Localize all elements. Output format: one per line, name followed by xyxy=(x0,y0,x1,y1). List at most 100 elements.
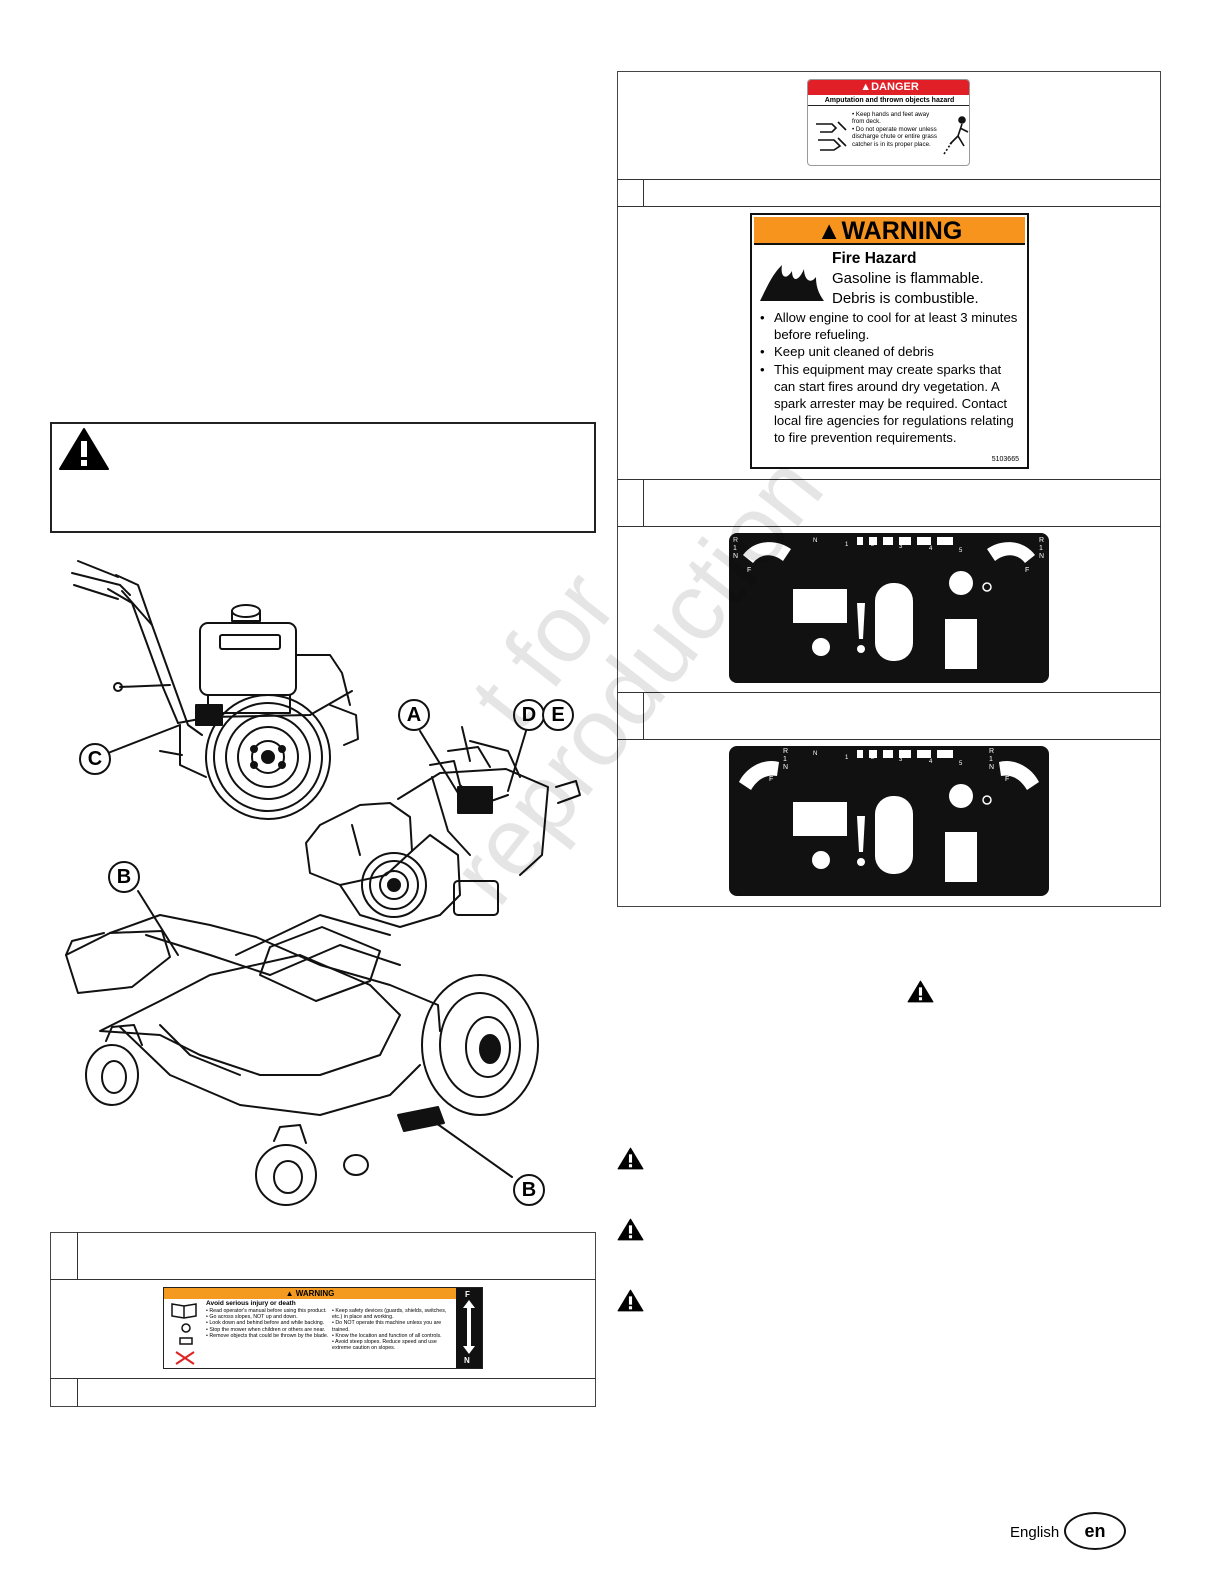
bullet: • Stop the mower when children or others… xyxy=(206,1326,326,1333)
warning-triangle-icon: ▲ xyxy=(816,217,842,245)
bullet: •Keep unit cleaned of debris xyxy=(760,344,934,360)
flame-icon xyxy=(760,265,824,301)
control-letters: R 1 N xyxy=(733,537,738,561)
warning-triangle-icon xyxy=(617,1289,644,1312)
warning-triangle-icon: ▲ xyxy=(285,1289,296,1298)
gear-1: 1 xyxy=(989,756,993,763)
table-divider xyxy=(617,479,1161,480)
bullet: •This equipment may create sparks that c… xyxy=(760,361,1014,446)
rear-view-illustration xyxy=(71,560,359,820)
danger-subtitle: Amputation and thrown objects hazard xyxy=(808,97,969,106)
gear-f-right: F xyxy=(1005,776,1010,783)
gear-n: N xyxy=(1039,553,1045,560)
callout-e: E xyxy=(542,699,574,731)
speed-2: 2 xyxy=(871,542,875,548)
table-divider xyxy=(50,1378,596,1379)
speed-n: N xyxy=(813,751,818,757)
callout-b-top: B xyxy=(108,861,140,893)
control-decal-1: R 1 N F R 1 N F N 1 2 3 4 5 xyxy=(729,533,1049,683)
warning-triangle-icon xyxy=(59,428,109,470)
gear-r: R xyxy=(783,748,789,755)
warning-triangle-icon: ▲ xyxy=(860,81,872,93)
bullet: • Go across slopes, NOT up and down. xyxy=(206,1314,298,1321)
fire-warning-header-text: WARNING xyxy=(841,217,963,245)
right-bullets: • Keep safety devices (guards, shields, … xyxy=(332,1308,454,1351)
bullet: • Do not operate mower unless discharge … xyxy=(852,125,937,148)
table-divider xyxy=(643,479,644,526)
gear-1: 1 xyxy=(1039,545,1043,552)
gear-f: F xyxy=(769,776,774,783)
side-letter-n: N xyxy=(464,1356,470,1365)
hand-foot-icon xyxy=(816,121,847,151)
bullet: • Remove objects that could be thrown by… xyxy=(206,1332,329,1339)
bullet: • Read operator's manual before using th… xyxy=(206,1308,327,1314)
mower-illustration xyxy=(65,560,581,1206)
fire-line1: Gasoline is flammable. xyxy=(832,270,984,287)
side-letter-f: F xyxy=(465,1290,470,1299)
decal-pictograms xyxy=(171,1303,197,1365)
danger-decal: ▲DANGER Amputation and thrown objects ha… xyxy=(807,79,970,166)
bullet: • Do NOT operate this machine unless you… xyxy=(332,1320,442,1333)
small-warning-header: ▲ WARNING xyxy=(164,1288,456,1299)
bullet: • Keep safety devices (guards, shields, … xyxy=(332,1308,447,1321)
callout-b-bottom: B xyxy=(513,1174,545,1206)
control-decal-2: R 1 N F R 1 N F N 1 2 3 4 5 xyxy=(729,746,1049,896)
warning-triangle-icon xyxy=(617,1218,644,1241)
speed-n: N xyxy=(813,538,818,544)
table-divider xyxy=(617,526,1161,527)
table-divider xyxy=(617,179,1161,180)
danger-header-text: DANGER xyxy=(871,81,919,93)
gear-r: R xyxy=(1039,537,1045,544)
decal-table-right xyxy=(617,71,1161,907)
speed-3: 3 xyxy=(899,757,903,763)
thrown-object-icon xyxy=(943,116,969,155)
fire-title: Fire Hazard xyxy=(832,250,917,267)
speed-4: 4 xyxy=(929,546,933,552)
speed-1: 1 xyxy=(845,542,849,548)
fire-bullets: •Allow engine to cool for at least 3 min… xyxy=(758,309,1024,447)
gear-n: N xyxy=(989,764,995,771)
speed-4: 4 xyxy=(929,759,933,765)
language-label: English xyxy=(1010,1524,1060,1541)
bullet: • Avoid steep slopes. Reduce speed and u… xyxy=(332,1339,437,1352)
small-warning-title: Avoid serious injury or death xyxy=(206,1300,296,1307)
callout-d: D xyxy=(513,699,545,731)
decal-table-left xyxy=(50,1232,596,1407)
bullet: •Allow engine to cool for at least 3 min… xyxy=(760,310,1018,343)
speed-1: 1 xyxy=(845,755,849,761)
table-divider xyxy=(617,739,1161,740)
table-divider xyxy=(643,179,644,206)
table-divider xyxy=(50,1279,596,1280)
control-decal-graphics xyxy=(743,537,1035,669)
gear-1: 1 xyxy=(733,545,737,552)
small-warning-header-text: WARNING xyxy=(295,1289,335,1298)
gear-f-right: F xyxy=(1025,567,1030,574)
bullet: • Look down and behind before and while … xyxy=(206,1320,325,1327)
gear-n: N xyxy=(733,553,739,560)
gear-f: F xyxy=(747,567,752,574)
danger-header: ▲DANGER xyxy=(808,80,969,95)
control-letters-right: R 1 N xyxy=(1039,537,1044,561)
control-letters-right: R 1 N xyxy=(989,748,994,772)
speed-3: 3 xyxy=(899,544,903,550)
table-divider xyxy=(77,1232,78,1279)
language-code-badge: en xyxy=(1064,1512,1126,1550)
control-letters: R 1 N xyxy=(783,748,788,772)
gear-1: 1 xyxy=(783,756,787,763)
fire-part-number: 5103665 xyxy=(991,456,1019,463)
table-divider xyxy=(643,692,644,739)
left-bullets: • Read operator's manual before using th… xyxy=(206,1308,330,1339)
gear-n: N xyxy=(783,764,789,771)
speed-5: 5 xyxy=(959,548,963,554)
fire-line2: Debris is combustible. xyxy=(832,290,979,307)
callout-c: C xyxy=(79,743,111,775)
gear-r: R xyxy=(733,537,739,544)
warning-box xyxy=(50,422,596,533)
fire-warning-header: ▲WARNING xyxy=(754,217,1025,245)
table-divider xyxy=(617,692,1161,693)
danger-bullets: • Keep hands and feet away from deck. • … xyxy=(852,111,942,148)
warning-triangle-icon xyxy=(907,980,934,1003)
table-divider xyxy=(77,1378,78,1407)
control-decal-graphics xyxy=(739,750,1039,882)
gear-r: R xyxy=(989,748,995,755)
